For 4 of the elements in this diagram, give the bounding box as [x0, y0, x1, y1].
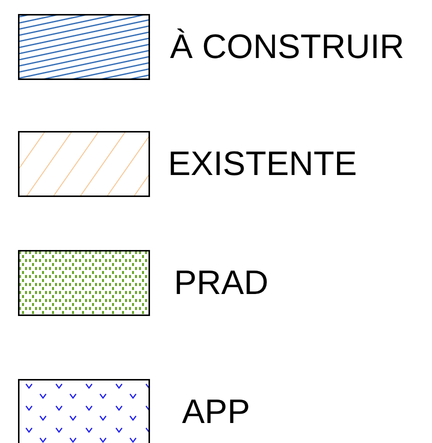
legend-text: À CONSTRUIR [170, 27, 404, 67]
legend-text: EXISTENTE [168, 144, 357, 184]
legend-text: APP [182, 392, 250, 432]
legend-text: PRAD [174, 263, 268, 303]
